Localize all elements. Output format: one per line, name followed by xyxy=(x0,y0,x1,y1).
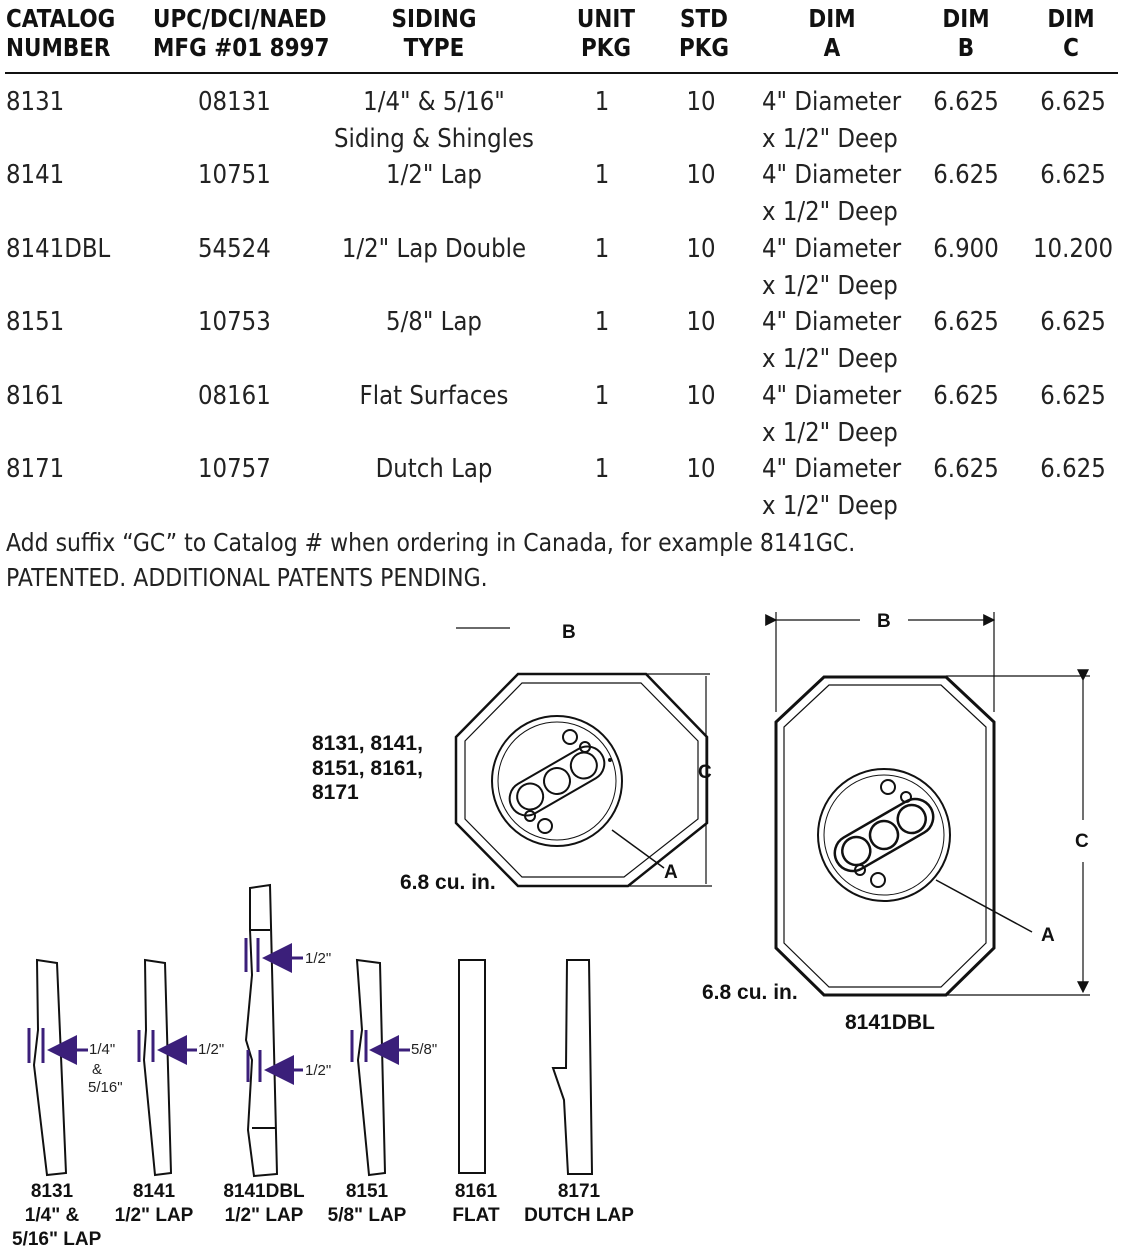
cell-catalog: 8131 xyxy=(6,87,65,117)
cell-std-pkg: 10 xyxy=(686,307,716,338)
col-header-unit-pkg: UNIT PKG xyxy=(576,4,636,62)
canada-suffix-note: Add suffix “GC” to Catalog # when orderi… xyxy=(6,528,856,557)
col-header-siding: SIDING TYPE xyxy=(391,4,477,62)
cell-catalog: 8151 xyxy=(6,307,65,338)
cell-siding-type: Flat Surfaces xyxy=(359,380,509,411)
profile-caption-8131: 8131 1/4" & 5/16" LAP xyxy=(12,1181,102,1250)
callout-8151: 5/8" xyxy=(411,1041,438,1058)
cell-siding-type: 1/4" & 5/16"Siding & Shingles xyxy=(334,87,534,154)
cell-upc: 08161 xyxy=(198,380,271,411)
cell-siding-type: 5/8" Lap xyxy=(386,307,482,338)
octagon-models-line2: 8151, 8161, xyxy=(312,757,423,780)
cell-catalog: 8161 xyxy=(6,380,65,411)
cell-siding-type: 1/2" Lap xyxy=(386,160,482,191)
col-header-catalog: CATALOG NUMBER xyxy=(6,4,116,62)
cell-catalog: 8171 xyxy=(6,454,65,484)
cell-dim-b: 6.625 xyxy=(933,380,999,411)
profile-caption-8141dbl: 8141DBL 1/2" LAP xyxy=(223,1181,305,1226)
callout-8141dbl-bottom: 1/2" xyxy=(305,1062,332,1079)
cell-dim-b: 6.625 xyxy=(933,307,999,338)
cell-dim-b: 6.625 xyxy=(933,160,999,191)
header-divider xyxy=(5,72,1118,74)
profile-caption-8161: 8161 FLAT xyxy=(452,1181,500,1226)
cell-siding-type: Dutch Lap xyxy=(375,454,493,484)
cell-unit-pkg: 1 xyxy=(594,307,610,338)
cell-dim-c: 6.625 xyxy=(1040,307,1106,338)
cell-std-pkg: 10 xyxy=(686,380,716,411)
cell-unit-pkg: 1 xyxy=(594,87,610,117)
profile-caption-8151: 8151 5/8" LAP xyxy=(327,1181,407,1226)
cell-dim-c: 10.200 xyxy=(1032,233,1114,264)
cell-dim-c: 6.625 xyxy=(1040,380,1106,411)
cell-catalog: 8141DBL xyxy=(6,233,111,264)
cell-upc: 54524 xyxy=(198,233,271,264)
profile-caption-8141: 8141 1/2" LAP xyxy=(114,1181,194,1226)
cell-upc: 10751 xyxy=(198,160,271,191)
cell-dim-b: 6.625 xyxy=(933,454,999,484)
callout-8131-b: & xyxy=(92,1061,103,1078)
cell-dim-b: 6.900 xyxy=(933,233,999,264)
cell-dim-c: 6.625 xyxy=(1040,160,1106,191)
octagon-dim-a-label: A xyxy=(664,862,678,883)
callout-8131-c: 5/16" xyxy=(88,1079,123,1096)
table-row: 8131 08131 1/4" & 5/16"Siding & Shingles 1 1… xyxy=(0,84,1121,157)
col-header-dim-c: DIM C xyxy=(1047,4,1095,62)
cell-dim-c: 6.625 xyxy=(1040,87,1106,117)
double-dim-c-label: C xyxy=(1075,831,1089,852)
double-volume-label: 6.8 cu. in. xyxy=(702,981,798,1004)
table-row: 8141DBL 54524 1/2" Lap Double 1 10 4" Diamete… xyxy=(0,231,1121,304)
cell-upc: 10753 xyxy=(198,307,271,338)
cell-std-pkg: 10 xyxy=(686,454,716,484)
col-header-upc: UPC/DCI/NAED MFG #01 8997 xyxy=(153,4,330,62)
octagon-models-line3: 8171 xyxy=(312,781,359,804)
cell-siding-type: 1/2" Lap Double xyxy=(341,233,527,264)
double-dim-a-label: A xyxy=(1041,925,1055,946)
cell-unit-pkg: 1 xyxy=(594,380,610,411)
profile-caption-8171: 8171 DUTCH LAP xyxy=(524,1181,634,1226)
callout-8131-a: 1/4" xyxy=(89,1041,116,1058)
cell-unit-pkg: 1 xyxy=(594,160,610,191)
cell-dim-c: 6.625 xyxy=(1040,454,1106,484)
octagon-dim-c-label: C xyxy=(698,762,712,783)
double-box-drawing xyxy=(765,612,1090,997)
cell-catalog: 8141 xyxy=(6,160,65,191)
octagon-dim-b-label: B xyxy=(562,622,576,643)
siding-profile-drawings xyxy=(27,883,594,1178)
col-header-dim-b: DIM B xyxy=(942,4,990,62)
cell-std-pkg: 10 xyxy=(686,160,716,191)
cell-std-pkg: 10 xyxy=(686,233,716,264)
double-caption: 8141DBL xyxy=(845,1011,935,1034)
cell-upc: 08131 xyxy=(198,87,271,117)
cell-unit-pkg: 1 xyxy=(594,233,610,264)
octagon-box-drawing xyxy=(454,627,712,888)
col-header-std-pkg: STD PKG xyxy=(678,4,730,62)
octagon-models-line1: 8131, 8141, xyxy=(312,732,423,755)
col-header-dim-a: DIM A xyxy=(808,4,856,62)
cell-unit-pkg: 1 xyxy=(594,454,610,484)
cell-std-pkg: 10 xyxy=(686,87,716,117)
patent-note: PATENTED. ADDITIONAL PATENTS PENDING. xyxy=(6,563,488,592)
cell-dim-b: 6.625 xyxy=(933,87,999,117)
callout-8141dbl-top: 1/2" xyxy=(305,950,332,967)
cell-upc: 10757 xyxy=(198,454,271,484)
octagon-volume-label: 6.8 cu. in. xyxy=(400,871,496,894)
double-dim-b-label: B xyxy=(877,611,891,632)
callout-8141: 1/2" xyxy=(198,1041,225,1058)
